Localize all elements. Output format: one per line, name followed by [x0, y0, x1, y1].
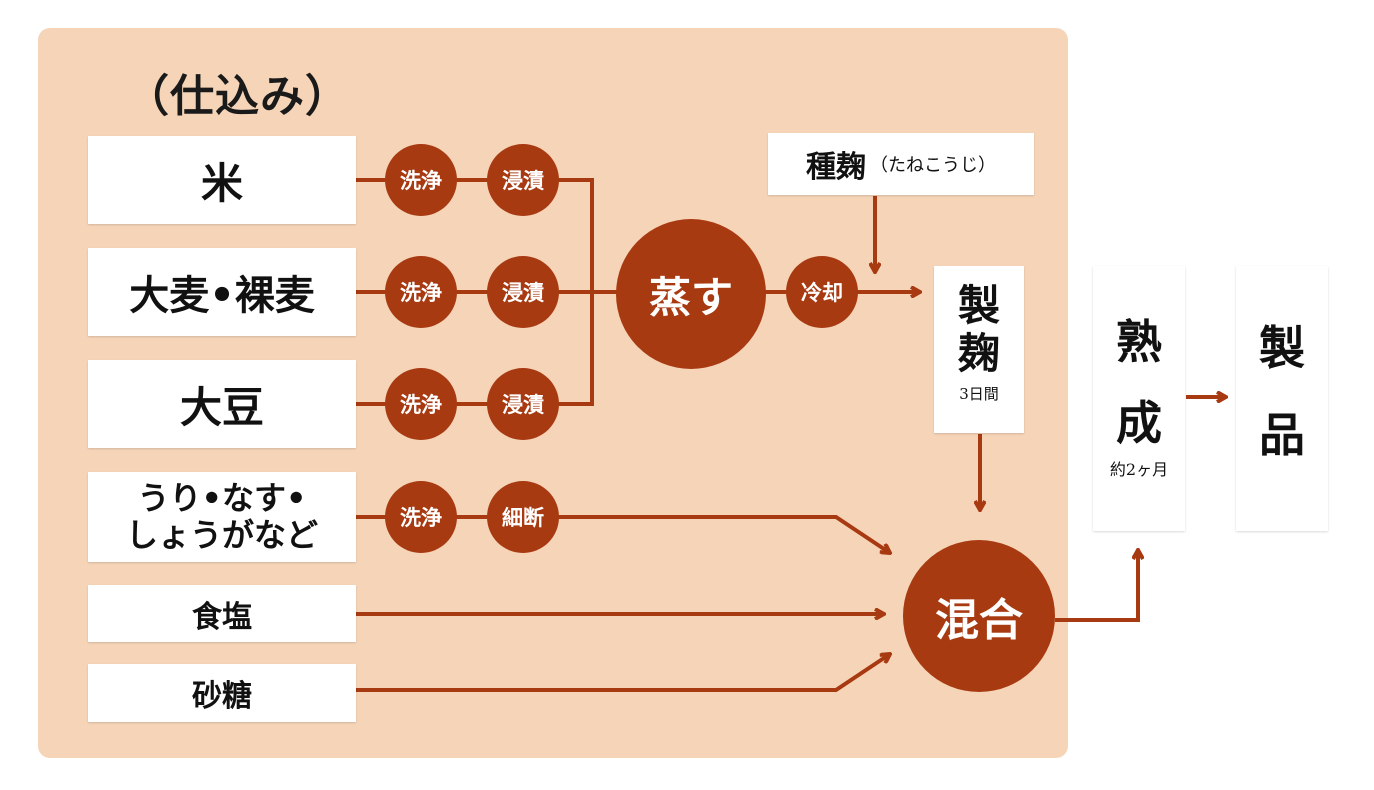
barley-label: 大麦•裸麦	[129, 272, 315, 319]
rice-wash-step: 洗浄	[385, 144, 457, 216]
rice-soak-step: 浸漬	[487, 144, 559, 216]
cool-step: 冷却	[786, 256, 858, 328]
seed-koji-label: 種麹	[806, 150, 866, 185]
mix-step: 混合	[903, 540, 1055, 692]
koji-making-char2: 麹	[957, 329, 1000, 379]
seed-koji-reading: （たねこうじ）	[870, 155, 996, 176]
rice-label: 米	[200, 158, 243, 208]
vegetables-wash-step: 洗浄	[385, 481, 457, 553]
aging-char2: 成	[1116, 395, 1162, 450]
aging-box: 熟 成 約2ヶ月	[1093, 266, 1185, 531]
soybean-wash-step: 洗浄	[385, 368, 457, 440]
vegetables-cut-step: 細断	[487, 481, 559, 553]
product-char2: 品	[1259, 407, 1305, 462]
barley-soak-step: 浸漬	[487, 256, 559, 328]
rice-box: 米	[88, 136, 356, 224]
koji-making-duration: 3日間	[959, 384, 999, 403]
soybean-soak-step: 浸漬	[487, 368, 559, 440]
product-char1: 製	[1259, 321, 1305, 375]
barley-box: 大麦•裸麦	[88, 248, 356, 336]
vegetables-label-line1: うり•なす•	[137, 479, 307, 518]
salt-label: 食塩	[192, 599, 252, 635]
koji-making-box: 製 麹 3日間	[934, 266, 1024, 433]
aging-char1: 熟	[1116, 315, 1162, 369]
mix-to-aging-arrow	[1055, 550, 1138, 622]
sugar-box: 砂糖	[88, 664, 356, 722]
soybean-label: 大豆	[179, 382, 264, 432]
preparation-heading: （仕込み）	[125, 71, 350, 122]
soybean-box: 大豆	[88, 360, 356, 448]
barley-wash-step: 洗浄	[385, 256, 457, 328]
sugar-label: 砂糖	[192, 679, 252, 714]
salt-box: 食塩	[88, 585, 356, 642]
sugar-to-mix-arrow	[356, 654, 890, 692]
seed-koji-box: 種麹 （たねこうじ）	[768, 133, 1034, 195]
product-box: 製 品	[1236, 266, 1328, 531]
steam-step: 蒸す	[616, 219, 766, 369]
aging-duration: 約2ヶ月	[1109, 459, 1169, 479]
koji-making-char1: 製	[957, 281, 1000, 330]
vegetables-label-line2: しょうがなど	[125, 516, 318, 554]
vegetables-box: うり•なす• しょうがなど	[88, 472, 356, 562]
